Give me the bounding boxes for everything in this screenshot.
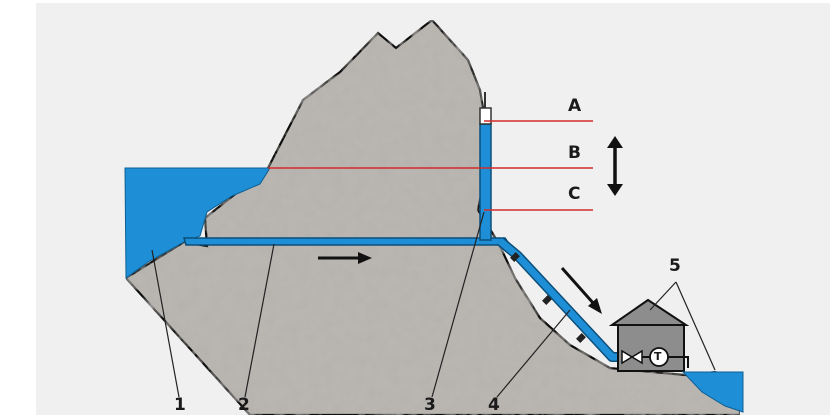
flow-arrow-icon [318, 252, 372, 264]
label-5: 5 [669, 256, 681, 276]
reservoir-water [124, 167, 271, 279]
label-b: B [568, 143, 581, 163]
turbine-label: T [654, 350, 662, 363]
label-1: 1 [174, 395, 186, 415]
label-2: 2 [238, 395, 250, 415]
label-4: 4 [488, 395, 500, 415]
headrace-tunnel [183, 237, 512, 246]
surge-shaft-water [479, 123, 492, 241]
penstock-arrow-icon [560, 267, 602, 314]
powerhouse-body [617, 324, 685, 372]
tailwater [681, 371, 744, 413]
label-a: A [568, 96, 582, 116]
leader-lines [151, 211, 716, 398]
surge-arrow-icon [607, 136, 623, 196]
label-3: 3 [424, 395, 436, 415]
label-c: C [568, 184, 581, 204]
